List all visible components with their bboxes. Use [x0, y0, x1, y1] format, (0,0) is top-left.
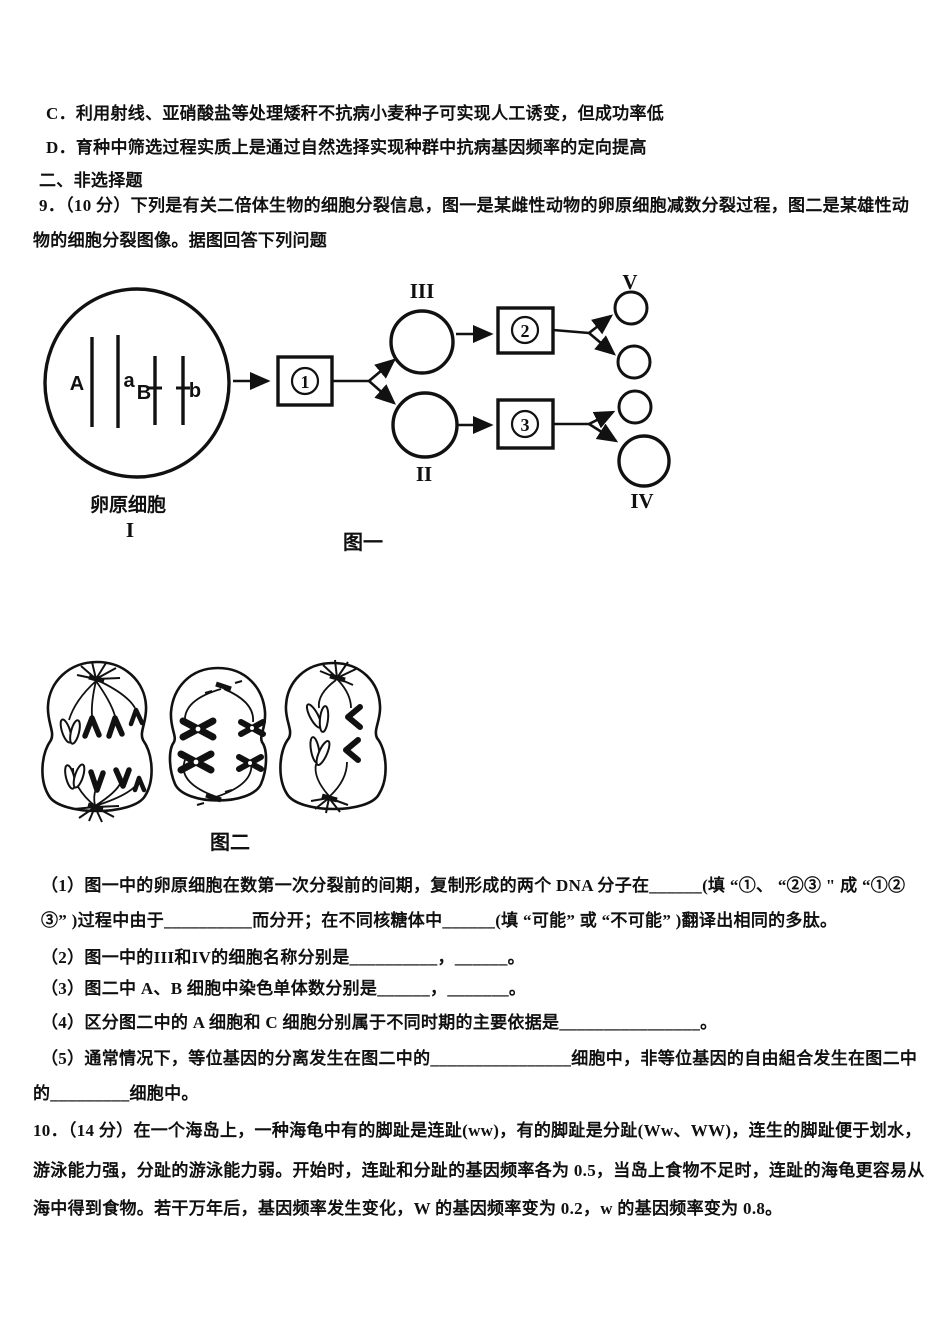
option-c-line: C．利用射线、亚硝酸盐等处理矮秆不抗病小麦种子可实现人工诱变，但成功率低: [46, 104, 665, 123]
aster-bottom: [310, 793, 349, 814]
spindle-fibers: [182, 688, 254, 798]
q9-sub4-line: （4）区分图二中的 A 细胞和 C 细胞分别属于不同时期的主要依据是______…: [41, 1013, 718, 1032]
aster-top: [319, 659, 357, 686]
cell-II-circle: [391, 391, 459, 459]
arrow-to-cell-III: [368, 358, 396, 382]
figure2-cell-B: [168, 666, 268, 806]
figure2-caption: 图二: [210, 831, 250, 854]
cell-V-circle: [613, 290, 649, 326]
arrow-to-cell-II: [368, 380, 396, 405]
step1-number: 1: [301, 372, 310, 392]
aster-top: [76, 661, 121, 684]
cell-II-label: II: [416, 462, 432, 486]
step2-number: 2: [521, 321, 530, 341]
q9-sub5-line1: （5）通常情况下，等位基因的分离发生在图二中的________________细…: [41, 1049, 918, 1068]
cell-I-label: I: [126, 518, 134, 542]
figure1-meiosis-flow-diagram: A a B b 卵原细胞 I 1 III II 2 V 3 IV: [43, 270, 671, 554]
q10-stem-line1: 10．（14 分）在一个海岛上，一种海龟中有的脚趾是连趾(ww)，有的脚趾是分趾…: [33, 1121, 922, 1140]
aster-bottom: [73, 802, 120, 823]
arrow-to-polar-body1: [588, 332, 616, 356]
q10-stem-line3: 海中得到食物。若干万年后，基因频率发生变化，W 的基因频率变为 0.2，w 的基…: [33, 1199, 783, 1218]
figure2-cell-A: [41, 660, 153, 823]
chrom-label-b: b: [189, 380, 201, 402]
polar-body2-circle: [617, 389, 653, 425]
tetrad-chromosomes: [177, 717, 266, 774]
figure2-cell-C: [279, 659, 387, 814]
q9-sub3-line: （3）图二中 A、B 细胞中染色单体数分别是______，_______。: [41, 979, 527, 998]
spindle-fibers: [314, 679, 352, 797]
pole-top: [204, 680, 243, 694]
fork2-stem: [552, 328, 590, 335]
pole-bottom: [196, 789, 233, 806]
q9-sub2-line: （2）图一中的III和IV的细胞名称分别是__________，______。: [41, 948, 525, 967]
arrow-to-cell-V: [588, 314, 614, 335]
oogonium-label: 卵原细胞: [90, 493, 166, 516]
cell-IV-label: IV: [630, 489, 653, 513]
arrow-to-polar-body2: [588, 410, 616, 429]
chrom-label-A: A: [70, 373, 84, 395]
chromosomes-top: [59, 707, 145, 745]
chromosomes-bottom: [64, 763, 147, 793]
cell-IV-circle: [617, 434, 671, 488]
chromosomes: [305, 703, 363, 766]
option-d-line: D．育种中筛选过程实质上是通过自然选择实现种群中抗病基因频率的定向提高: [46, 138, 647, 157]
figure2-cell-division-images: 图二: [41, 659, 387, 854]
step3-box: 3: [496, 398, 555, 450]
chrom-label-a: a: [123, 370, 135, 392]
cell-III-label: III: [410, 279, 435, 303]
chrom-label-B: B: [137, 382, 151, 404]
q9-sub1-line1: （1）图一中的卵原细胞在数第一次分裂前的间期，复制形成的两个 DNA 分子在__…: [41, 876, 906, 895]
section-heading: 二、非选择题: [39, 171, 143, 190]
step2-box: 2: [496, 306, 555, 355]
step1-box: 1: [276, 355, 334, 407]
step3-number: 3: [521, 415, 530, 435]
cell-III-circle: [389, 309, 455, 375]
q9-stem-line1: 9．（10 分）下列是有关二倍体生物的细胞分裂信息，图一是某雌性动物的卵原细胞减…: [39, 196, 910, 215]
spindle-fibers-top: [68, 679, 136, 721]
polar-body1-circle: [616, 344, 652, 380]
q10-stem-line2: 游泳能力强，分趾的游泳能力弱。开始时，连趾和分趾的基因频率各为 0.5，当岛上食…: [33, 1161, 925, 1180]
oogonium-cell: A a B b: [43, 287, 231, 479]
cell-V-label: V: [622, 270, 637, 294]
q9-sub1-line2: ③” )过程中由于__________而分开；在不同核糖体中______(填 “…: [41, 911, 838, 930]
figure1-caption: 图一: [343, 531, 383, 554]
q9-sub5-line2: 的_________细胞中。: [33, 1084, 199, 1103]
arrow-to-cell-IV: [588, 422, 619, 443]
q9-stem-line2: 物的细胞分裂图像。据图回答下列问题: [33, 231, 328, 250]
